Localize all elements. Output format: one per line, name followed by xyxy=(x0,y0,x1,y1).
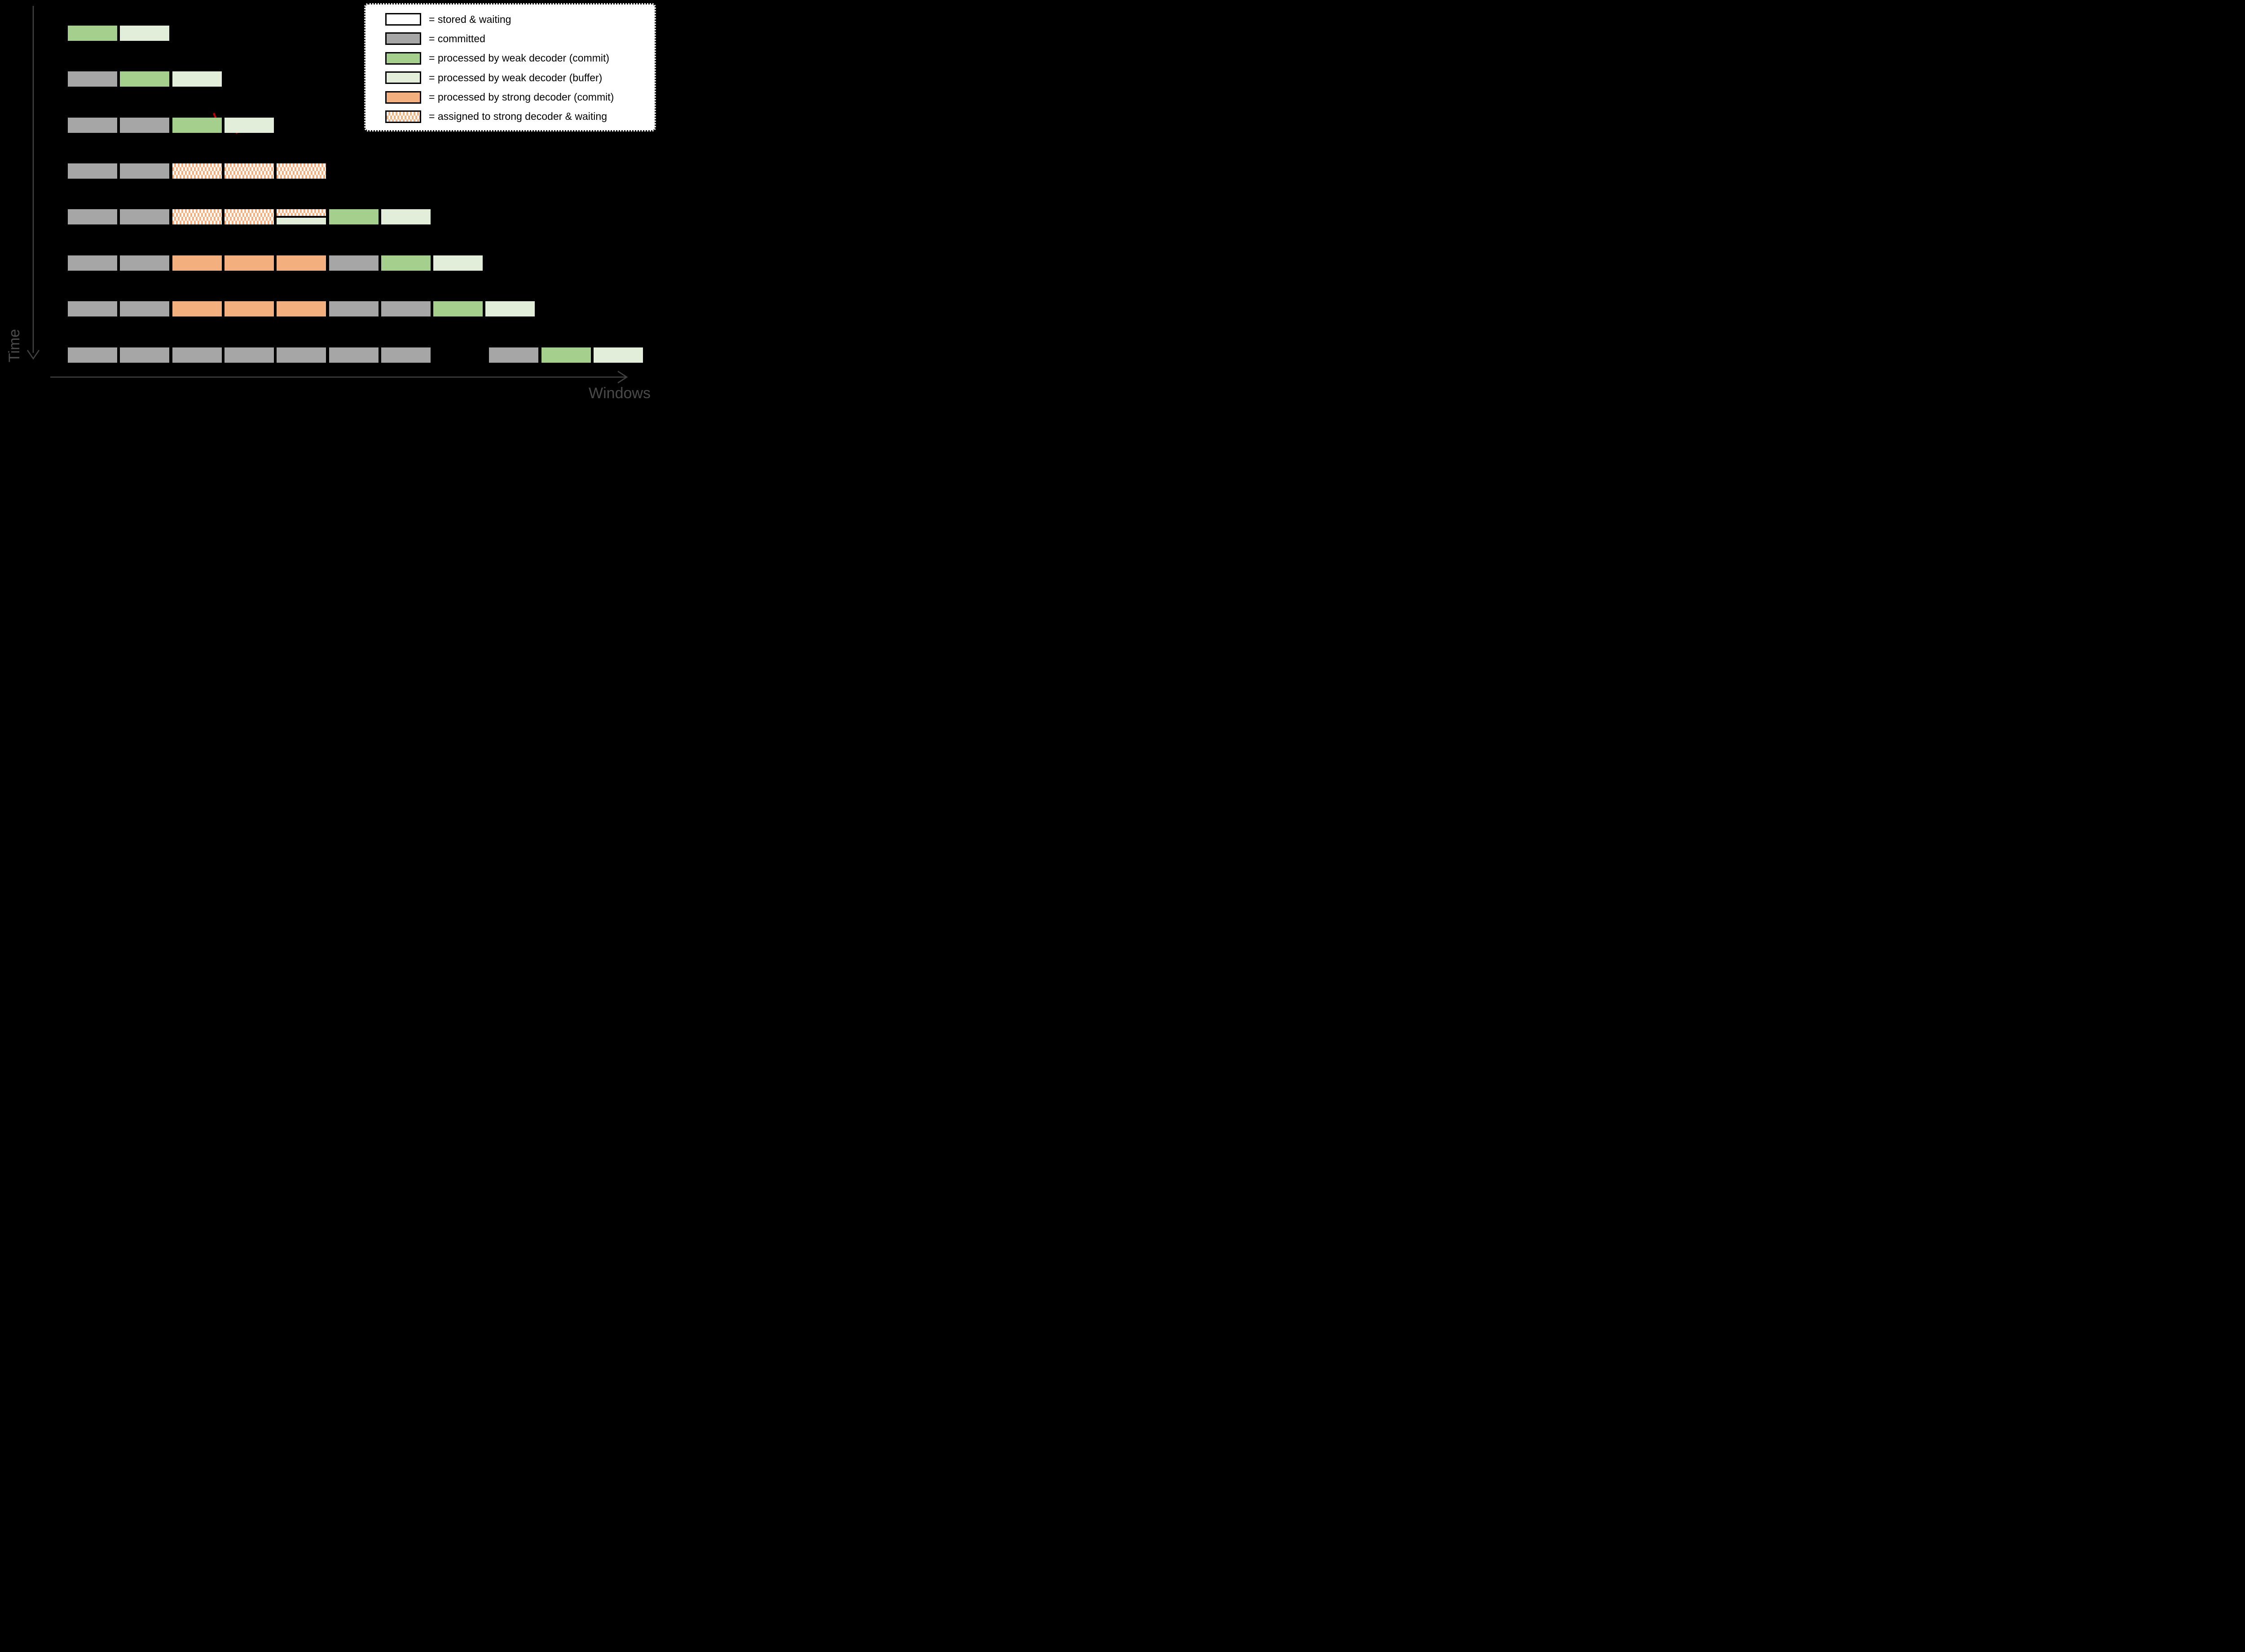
window-cell-half-strong-waiting xyxy=(277,209,326,216)
window-cell-committed xyxy=(120,301,170,316)
window-cell-strong-commit xyxy=(277,301,326,316)
time-axis-label: Time xyxy=(6,329,23,363)
window-cell-committed xyxy=(329,255,379,271)
legend-item: = committed xyxy=(385,32,650,45)
window-cell-strong-waiting xyxy=(172,209,222,224)
window-cell-weak-commit xyxy=(68,26,117,41)
window-cell-committed xyxy=(120,255,170,271)
window-cell-weak-commit xyxy=(541,347,591,363)
legend-swatch-weak-commit xyxy=(385,52,421,65)
window-cell-committed xyxy=(68,118,117,133)
window-cell-weak-buffer xyxy=(172,71,222,87)
legend-item: = stored & waiting xyxy=(385,13,650,26)
window-cell-strong-waiting xyxy=(172,163,222,179)
legend-item-label: = assigned to strong decoder & waiting xyxy=(429,110,607,123)
window-cell-weak-commit xyxy=(172,118,222,133)
time-axis-arrowhead-icon xyxy=(26,350,40,360)
window-cell-committed xyxy=(68,301,117,316)
figure-canvas: = stored & waiting = committed = processed… xyxy=(0,0,665,413)
legend-item: = assigned to strong decoder & waiting xyxy=(385,110,650,123)
window-cell-committed xyxy=(68,209,117,224)
legend-item-label: = processed by strong decoder (commit) xyxy=(429,91,614,103)
window-cell-committed xyxy=(68,347,117,363)
window-cell-committed xyxy=(277,347,326,363)
window-cell-weak-commit xyxy=(120,71,170,87)
legend-item-label: = processed by weak decoder (commit) xyxy=(429,52,610,64)
window-cell-strong-waiting xyxy=(224,163,274,179)
window-cell-committed xyxy=(224,347,274,363)
window-cell-strong-waiting xyxy=(277,163,326,179)
legend-item: = processed by strong decoder (commit) xyxy=(385,91,650,104)
window-cell-committed xyxy=(120,347,170,363)
legend: = stored & waiting = committed = processed… xyxy=(364,3,656,132)
window-cell-weak-buffer xyxy=(485,301,535,316)
window-cell-half-weak-buffer xyxy=(277,218,326,224)
window-cell-committed xyxy=(120,209,170,224)
window-cell-committed xyxy=(489,347,539,363)
window-cell-weak-buffer xyxy=(120,26,170,41)
legend-item-label: = stored & waiting xyxy=(429,13,511,25)
legend-swatch-stored xyxy=(385,13,421,26)
legend-item-label: = committed xyxy=(429,32,485,44)
window-cell-committed xyxy=(329,347,379,363)
legend-swatch-strong-commit xyxy=(385,91,421,104)
legend-item: = processed by weak decoder (buffer) xyxy=(385,71,650,84)
window-cell-strong-commit xyxy=(277,255,326,271)
window-cell-committed xyxy=(120,163,170,179)
window-cell-weak-buffer xyxy=(224,118,274,133)
window-cell-weak-commit xyxy=(381,255,431,271)
windows-axis-arrowhead-icon xyxy=(617,370,628,384)
legend-item: = processed by weak decoder (commit) xyxy=(385,52,650,65)
legend-item-label: = processed by weak decoder (buffer) xyxy=(429,71,603,83)
window-cell-strong-commit xyxy=(172,255,222,271)
legend-swatch-committed xyxy=(385,32,421,45)
window-cell-committed xyxy=(120,118,170,133)
window-cell-weak-buffer xyxy=(381,209,431,224)
window-cell-split-waiting-buffer xyxy=(277,209,326,224)
window-cell-strong-commit xyxy=(172,301,222,316)
window-cell-weak-commit xyxy=(329,209,379,224)
window-cell-committed xyxy=(172,347,222,363)
window-cell-strong-commit xyxy=(224,301,274,316)
window-cell-committed xyxy=(68,71,117,87)
window-cell-committed xyxy=(381,347,431,363)
windows-axis-label: Windows xyxy=(589,385,651,402)
window-cell-strong-commit xyxy=(224,255,274,271)
window-cell-strong-waiting xyxy=(224,209,274,224)
window-cell-committed xyxy=(381,301,431,316)
window-cell-committed xyxy=(68,163,117,179)
legend-swatch-weak-buffer xyxy=(385,71,421,84)
legend-swatch-strong-waiting xyxy=(385,110,421,123)
window-cell-weak-buffer xyxy=(594,347,643,363)
window-cell-committed xyxy=(329,301,379,316)
window-cell-weak-commit xyxy=(433,301,483,316)
window-cell-weak-buffer xyxy=(433,255,483,271)
window-cell-committed xyxy=(68,255,117,271)
